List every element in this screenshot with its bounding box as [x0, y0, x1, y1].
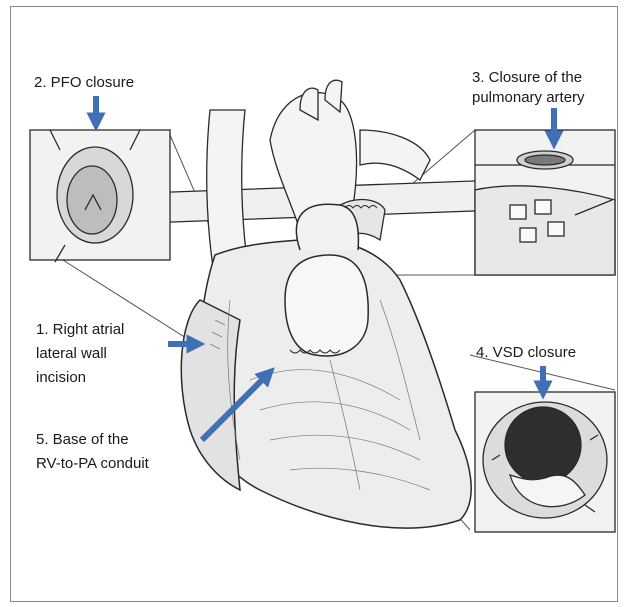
inset-pa-closure — [475, 130, 615, 275]
label-ra-incision-line3: incision — [36, 368, 86, 388]
label-vsd-closure: 4. VSD closure — [476, 343, 576, 363]
label-ra-incision-line2: lateral wall — [36, 344, 107, 364]
inset-pfo — [30, 130, 170, 262]
label-conduit-base-line2: RV-to-PA conduit — [36, 454, 149, 474]
label-ra-incision-line1: 1. Right atrial — [36, 320, 124, 340]
label-pa-closure-line1: 3. Closure of the — [472, 68, 582, 88]
label-conduit-base-line1: 5. Base of the — [36, 430, 129, 450]
heart — [181, 204, 471, 528]
label-pa-closure-line2: pulmonary artery — [472, 88, 585, 108]
label-pfo-closure: 2. PFO closure — [34, 73, 134, 93]
inset-vsd — [475, 392, 615, 532]
